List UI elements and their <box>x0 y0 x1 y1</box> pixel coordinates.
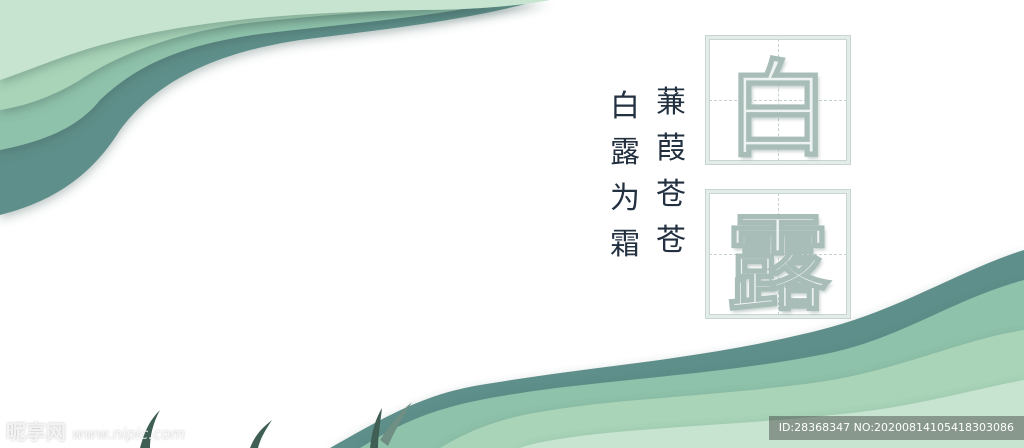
grass-blade <box>140 410 160 448</box>
title-char-second: 露 <box>725 202 831 326</box>
grid-guide-line <box>778 193 779 315</box>
poem-column-left: 白 露 为 霜 <box>610 92 640 276</box>
grass-blade <box>250 420 272 448</box>
watermark-brand: 昵享网 www.nipic.com <box>6 416 185 445</box>
title-grid-box-second: 露 <box>706 190 850 326</box>
poem-char: 苍 <box>656 177 686 212</box>
watermark-brand-name: 昵享网 <box>6 420 66 444</box>
wave-top-pale <box>0 0 550 80</box>
grass-blade <box>370 408 382 448</box>
poem-char: 蒹 <box>656 85 686 120</box>
title-char-first: 白 <box>725 48 831 172</box>
title-grid-box-first: 白 <box>706 36 850 172</box>
poem-char: 白 <box>610 89 640 124</box>
wave-bottom-pale <box>520 380 1024 448</box>
poem-char: 霜 <box>610 227 640 262</box>
poem-char: 为 <box>610 181 640 216</box>
poem-char: 露 <box>610 135 640 170</box>
poem-char: 苍 <box>656 223 686 258</box>
poem-column-right: 蒹 葭 苍 苍 <box>656 88 686 272</box>
grass-blade <box>380 402 412 446</box>
grid-guide-line <box>778 39 779 161</box>
watermark-id: ID:28368347 NO:20200814105418303086 <box>768 416 1024 440</box>
watermark-url: www.nipic.com <box>72 425 186 443</box>
poem-char: 葭 <box>656 131 686 166</box>
